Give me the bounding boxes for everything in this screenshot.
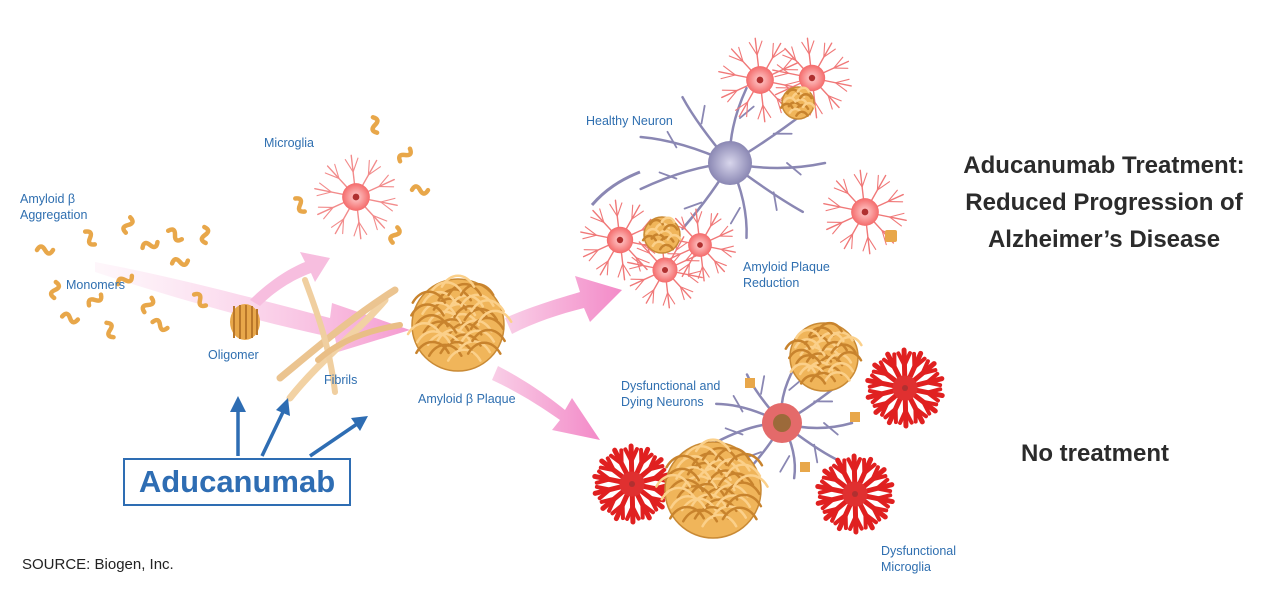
aducanumab-box: Aducanumab [123, 458, 351, 506]
label-plaque-reduction: Amyloid Plaque Reduction [743, 260, 830, 290]
microglia-cell [314, 154, 398, 240]
antibody-arrows [230, 396, 368, 458]
untreated-branch-arrow [492, 366, 600, 440]
label-microglia: Microglia [264, 136, 315, 150]
microglia-branch-arrow [250, 252, 330, 306]
healthy-neuron-cell [590, 86, 827, 240]
label-dying-neurons: Dysfunctional and Dying Neurons [621, 379, 721, 409]
dying-neuron-cell [714, 366, 860, 480]
flow-arrows [95, 252, 622, 440]
untreated-plaques [655, 321, 863, 539]
oligomer-shape [230, 304, 260, 340]
label-dysfunctional-microglia: Dysfunctional Microglia [881, 544, 957, 574]
amyloid-monomers [34, 115, 431, 340]
amyloid-plaque-shape [406, 274, 513, 372]
label-oligomer: Oligomer [208, 348, 259, 362]
source-credit: SOURCE: Biogen, Inc. [22, 556, 174, 573]
label-healthy-neuron: Healthy Neuron [586, 114, 673, 128]
label-fibrils: Fibrils [324, 373, 358, 387]
treatment-title: Aducanumab Treatment: Reduced Progressio… [963, 152, 1245, 253]
label-monomers: Monomers [66, 278, 126, 292]
healthy-microglia-cluster [580, 37, 907, 309]
no-treatment-title: No treatment [1020, 440, 1170, 467]
dysfunctional-microglia-cluster [592, 347, 945, 535]
label-plaque: Amyloid β Plaque [418, 392, 516, 406]
healthy-branch-arrow [505, 276, 622, 334]
label-aggregation: Amyloid β Aggregation [20, 192, 88, 222]
fibrils-shape [276, 277, 403, 402]
